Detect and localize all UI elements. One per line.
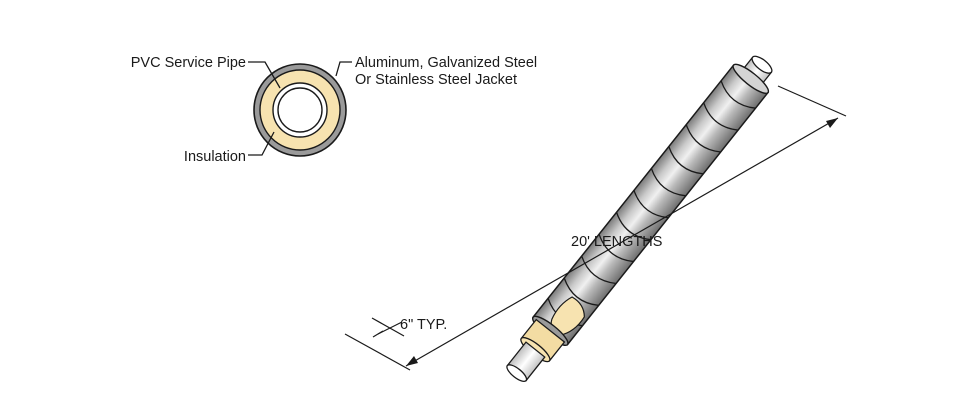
label-cutback: 6" TYP. (400, 317, 447, 333)
leader-insulation (248, 131, 275, 156)
jacket-seams (547, 80, 756, 327)
dimension-line-length (405, 117, 839, 367)
dimension-cutback (371, 317, 405, 338)
dimension-tick (372, 330, 384, 338)
jacket-seam (581, 255, 617, 285)
label-insulation: Insulation (184, 149, 246, 165)
service-pipe-bore (277, 87, 323, 133)
label-jacket-line2: Or Stainless Steel Jacket (355, 72, 517, 88)
jacket-seam (650, 168, 686, 197)
arrowhead (406, 356, 418, 366)
jacket-seam (633, 190, 669, 219)
jacket-seam (563, 277, 599, 307)
jacket-seam (703, 102, 739, 131)
jacket-seam (720, 80, 756, 109)
pipe-isometric (506, 55, 773, 382)
extension-line-near (344, 333, 411, 371)
label-service-pipe: PVC Service Pipe (131, 55, 246, 71)
dimension-length (344, 85, 847, 371)
jacket-far-end (732, 63, 770, 95)
label-jacket-line1: Aluminum, Galvanized Steel (355, 55, 537, 71)
jacket-seam (668, 146, 704, 175)
extension-line-far (777, 85, 847, 117)
pvc-near-end (506, 364, 528, 382)
leader-jacket (335, 61, 352, 77)
label-length: 20' LENGTHS (571, 234, 662, 250)
extension-line-cutback (371, 317, 405, 337)
cross-section: PVC Service Pipe Aluminum, Galvanized St… (131, 55, 537, 165)
arrowhead (826, 118, 838, 128)
leader-service-pipe (248, 61, 281, 89)
jacket-seam (685, 124, 721, 153)
jacket-seam (615, 212, 652, 241)
jacket-seam (598, 233, 634, 263)
